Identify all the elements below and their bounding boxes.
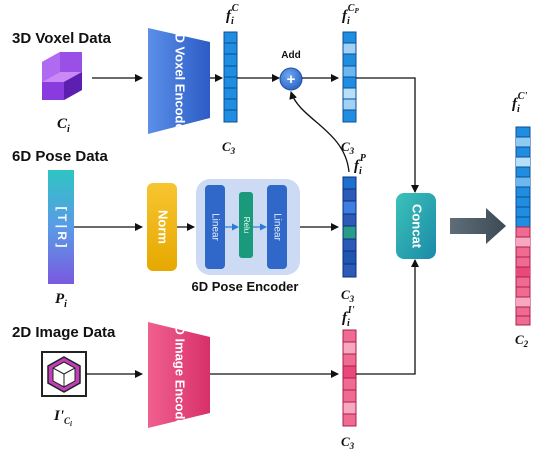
- feature-output: fiC': [512, 91, 531, 349]
- concat-label: Concat: [410, 204, 425, 249]
- concat-block: Concat: [396, 193, 436, 259]
- relu-label: Relu: [242, 217, 251, 233]
- image-input-symbol: I'Ci: [53, 408, 72, 428]
- voxel-encoder: 3D Voxel Encoder: [148, 26, 210, 136]
- image-section-title: 2D Image Data: [12, 324, 116, 341]
- voxel-input-symbol: Ci: [57, 116, 70, 135]
- feature-pose-label: fiP: [354, 153, 367, 177]
- voxel-encoder-label: 3D Voxel Encoder: [173, 26, 188, 136]
- voxel-section-title: 3D Voxel Data: [12, 30, 112, 47]
- feature-output-label: fiC': [512, 91, 527, 115]
- pose-input-bar: [ T | R ]: [48, 170, 74, 284]
- add-label: Add: [281, 50, 300, 61]
- add-node: Add +: [279, 50, 303, 91]
- feature-voxel-label: fiC: [226, 3, 239, 27]
- relu-block: [239, 192, 253, 258]
- norm-label: Norm: [156, 210, 171, 244]
- feature-image-vector: [342, 329, 357, 427]
- linear-block-1: [205, 185, 225, 269]
- feature-voxel: fiC C3: [222, 3, 239, 156]
- pose-input-symbol: Pi: [55, 291, 67, 310]
- feature-combined: fiCP C3: [341, 3, 359, 156]
- norm-block: Norm: [147, 183, 177, 271]
- feature-combined-vector: [342, 31, 357, 123]
- feature-pose-vector: [342, 176, 357, 278]
- feature-combined-label: fiCP: [342, 3, 359, 27]
- pose-encoder: Linear Relu Linear: [196, 179, 300, 275]
- arrow-pose-to-add: [289, 91, 350, 173]
- image-input-icon: [41, 351, 87, 397]
- image-encoder: 2D Image Encoder: [148, 318, 210, 432]
- voxel-cube-icon: [42, 52, 82, 100]
- big-arrow-to-output: [450, 208, 506, 244]
- image-encoder-label: 2D Image Encoder: [173, 318, 188, 431]
- feature-output-vector: [515, 126, 531, 326]
- feature-pose-dim: C3: [341, 287, 355, 304]
- linear-label-2: Linear: [271, 213, 282, 241]
- feature-voxel-dim: C3: [222, 139, 236, 156]
- arrow-image-to-concat: [356, 259, 419, 375]
- linear-block-2: [267, 185, 287, 269]
- plus-icon: +: [287, 71, 296, 88]
- feature-pose: fiP C3: [341, 153, 367, 304]
- arrow-combined-to-concat: [356, 77, 419, 193]
- feature-image-dim: C3: [341, 434, 355, 451]
- feature-combined-dim: C3: [341, 139, 355, 156]
- pose-section-title: 6D Pose Data: [12, 148, 109, 165]
- linear-label-1: Linear: [209, 213, 220, 241]
- pose-bar-label: [ T | R ]: [55, 207, 69, 248]
- feature-voxel-vector: [223, 31, 238, 123]
- feature-image: fiI' C3: [341, 305, 357, 451]
- feature-output-dim: C2: [515, 332, 529, 349]
- feature-image-label: fiI': [342, 305, 355, 329]
- pose-encoder-label: 6D Pose Encoder: [192, 279, 299, 294]
